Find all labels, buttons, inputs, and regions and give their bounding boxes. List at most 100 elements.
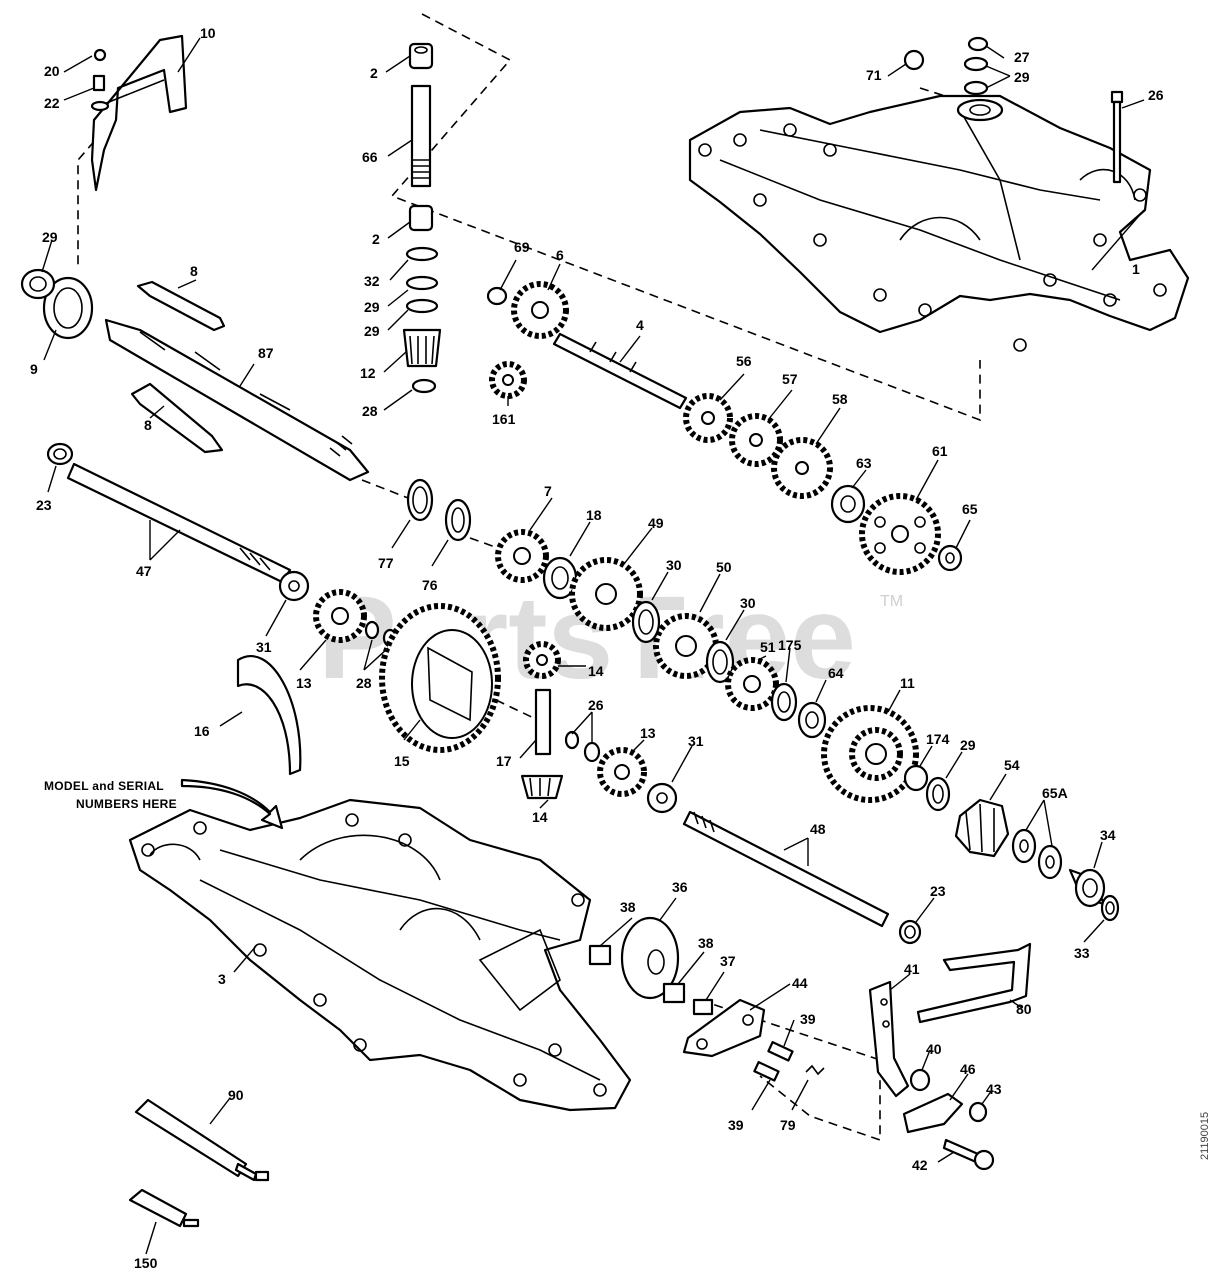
shift-lever-part-10 — [90, 34, 188, 192]
label-13b: 13 — [640, 725, 656, 741]
pinion-part-14a — [523, 641, 561, 679]
ring-part-33 — [1100, 894, 1120, 922]
nut-part-65 — [937, 544, 963, 572]
label-37: 37 — [720, 953, 736, 969]
washers-part-29-top — [963, 56, 989, 96]
label-29d: 29 — [42, 229, 58, 245]
label-69: 69 — [514, 239, 530, 255]
label-29e: 29 — [960, 737, 976, 753]
vertical-shaft-part-66 — [402, 42, 442, 394]
label-46: 46 — [960, 1061, 976, 1077]
label-65a: 65A — [1042, 785, 1068, 801]
label-23a: 23 — [36, 497, 52, 513]
label-57: 57 — [782, 371, 798, 387]
washer-part-29-lower — [925, 776, 951, 812]
assembly-dashed-line-76 — [469, 537, 499, 549]
label-2a: 2 — [370, 65, 378, 81]
axle-shaft-part-47 — [46, 442, 292, 584]
label-43: 43 — [986, 1081, 1002, 1097]
label-40: 40 — [926, 1041, 942, 1057]
label-44: 44 — [792, 975, 808, 991]
label-26b: 26 — [588, 697, 604, 713]
label-29b: 29 — [364, 299, 380, 315]
label-50: 50 — [716, 559, 732, 575]
ring-part-27 — [967, 36, 989, 52]
label-29c: 29 — [364, 323, 380, 339]
washers-part-26 — [564, 730, 601, 763]
label-28b: 28 — [356, 675, 372, 691]
label-7: 7 — [544, 483, 552, 499]
bushing-part-34 — [1068, 868, 1106, 908]
washer-part-31b — [646, 782, 678, 814]
cross-shaft-part-17 — [534, 688, 552, 756]
assembly-dashed-line-77 — [361, 479, 409, 499]
label-39a: 39 — [800, 1011, 816, 1027]
assembly-dashed-line-17 — [495, 699, 543, 723]
bolt-part-42 — [942, 1138, 995, 1171]
label-16: 16 — [194, 723, 210, 739]
lower-housing-part-3 — [128, 798, 632, 1112]
label-39b: 39 — [728, 1117, 744, 1133]
label-49: 49 — [648, 515, 664, 531]
label-29a: 29 — [1014, 69, 1030, 85]
upper-housing-part-1 — [688, 94, 1190, 352]
countershaft-part-4 — [552, 332, 688, 410]
label-31a: 31 — [256, 639, 272, 655]
label-41: 41 — [904, 961, 920, 977]
washers-part-65a — [1011, 828, 1063, 880]
bolt-part-26 — [1110, 90, 1124, 184]
pin-part-39 — [753, 1041, 794, 1082]
belt-part-16 — [236, 655, 302, 776]
label-12: 12 — [360, 365, 376, 381]
gear-part-51 — [725, 657, 779, 711]
nut-part-43 — [968, 1101, 988, 1123]
gear-part-7 — [495, 529, 549, 583]
label-175: 175 — [778, 637, 802, 653]
bushing-part-174 — [903, 764, 929, 792]
label-65: 65 — [962, 501, 978, 517]
assembly-dashed-line-71 — [919, 87, 946, 97]
gear-part-61 — [859, 493, 941, 575]
label-2b: 2 — [372, 231, 380, 247]
label-30a: 30 — [666, 557, 682, 573]
brake-lever-part-44 — [682, 998, 766, 1058]
model-serial-note-line1: MODEL and SERIAL — [44, 779, 164, 793]
leader-lines — [41, 37, 1145, 1255]
gear-part-57 — [729, 413, 783, 467]
label-61: 61 — [932, 443, 948, 459]
ring-gear-part-15 — [379, 603, 501, 753]
label-58: 58 — [832, 391, 848, 407]
collar-part-9 — [20, 268, 94, 340]
label-32: 32 — [364, 273, 380, 289]
label-8a: 8 — [190, 263, 198, 279]
label-80: 80 — [1016, 1001, 1032, 1017]
gear-part-49 — [569, 557, 643, 631]
label-79: 79 — [780, 1117, 796, 1133]
bushing-part-63 — [830, 484, 866, 524]
label-28a: 28 — [362, 403, 378, 419]
model-serial-note-line2: NUMBERS HERE — [76, 797, 177, 811]
label-22: 22 — [44, 95, 60, 111]
washer-part-76 — [444, 498, 472, 542]
grease-tube-part-90 — [134, 1098, 270, 1182]
label-77: 77 — [378, 555, 394, 571]
label-17: 17 — [496, 753, 512, 769]
label-20: 20 — [44, 63, 60, 79]
label-6: 6 — [556, 247, 564, 263]
label-4: 4 — [636, 317, 644, 333]
model-serial-arrow — [180, 778, 284, 830]
label-71: 71 — [866, 67, 882, 83]
axle-shaft-part-48 — [682, 810, 922, 945]
label-26a: 26 — [1148, 87, 1164, 103]
label-90: 90 — [228, 1087, 244, 1103]
washer-part-40 — [909, 1068, 931, 1092]
label-38a: 38 — [620, 899, 636, 915]
label-27: 27 — [1014, 49, 1030, 65]
gear-part-54 — [954, 798, 1010, 858]
washer-part-77 — [406, 478, 434, 522]
label-11: 11 — [900, 675, 915, 691]
label-87: 87 — [258, 345, 274, 361]
assembly-dashed-line-bracket — [699, 999, 881, 1142]
label-54: 54 — [1004, 757, 1020, 773]
washer-part-31a — [278, 570, 310, 602]
